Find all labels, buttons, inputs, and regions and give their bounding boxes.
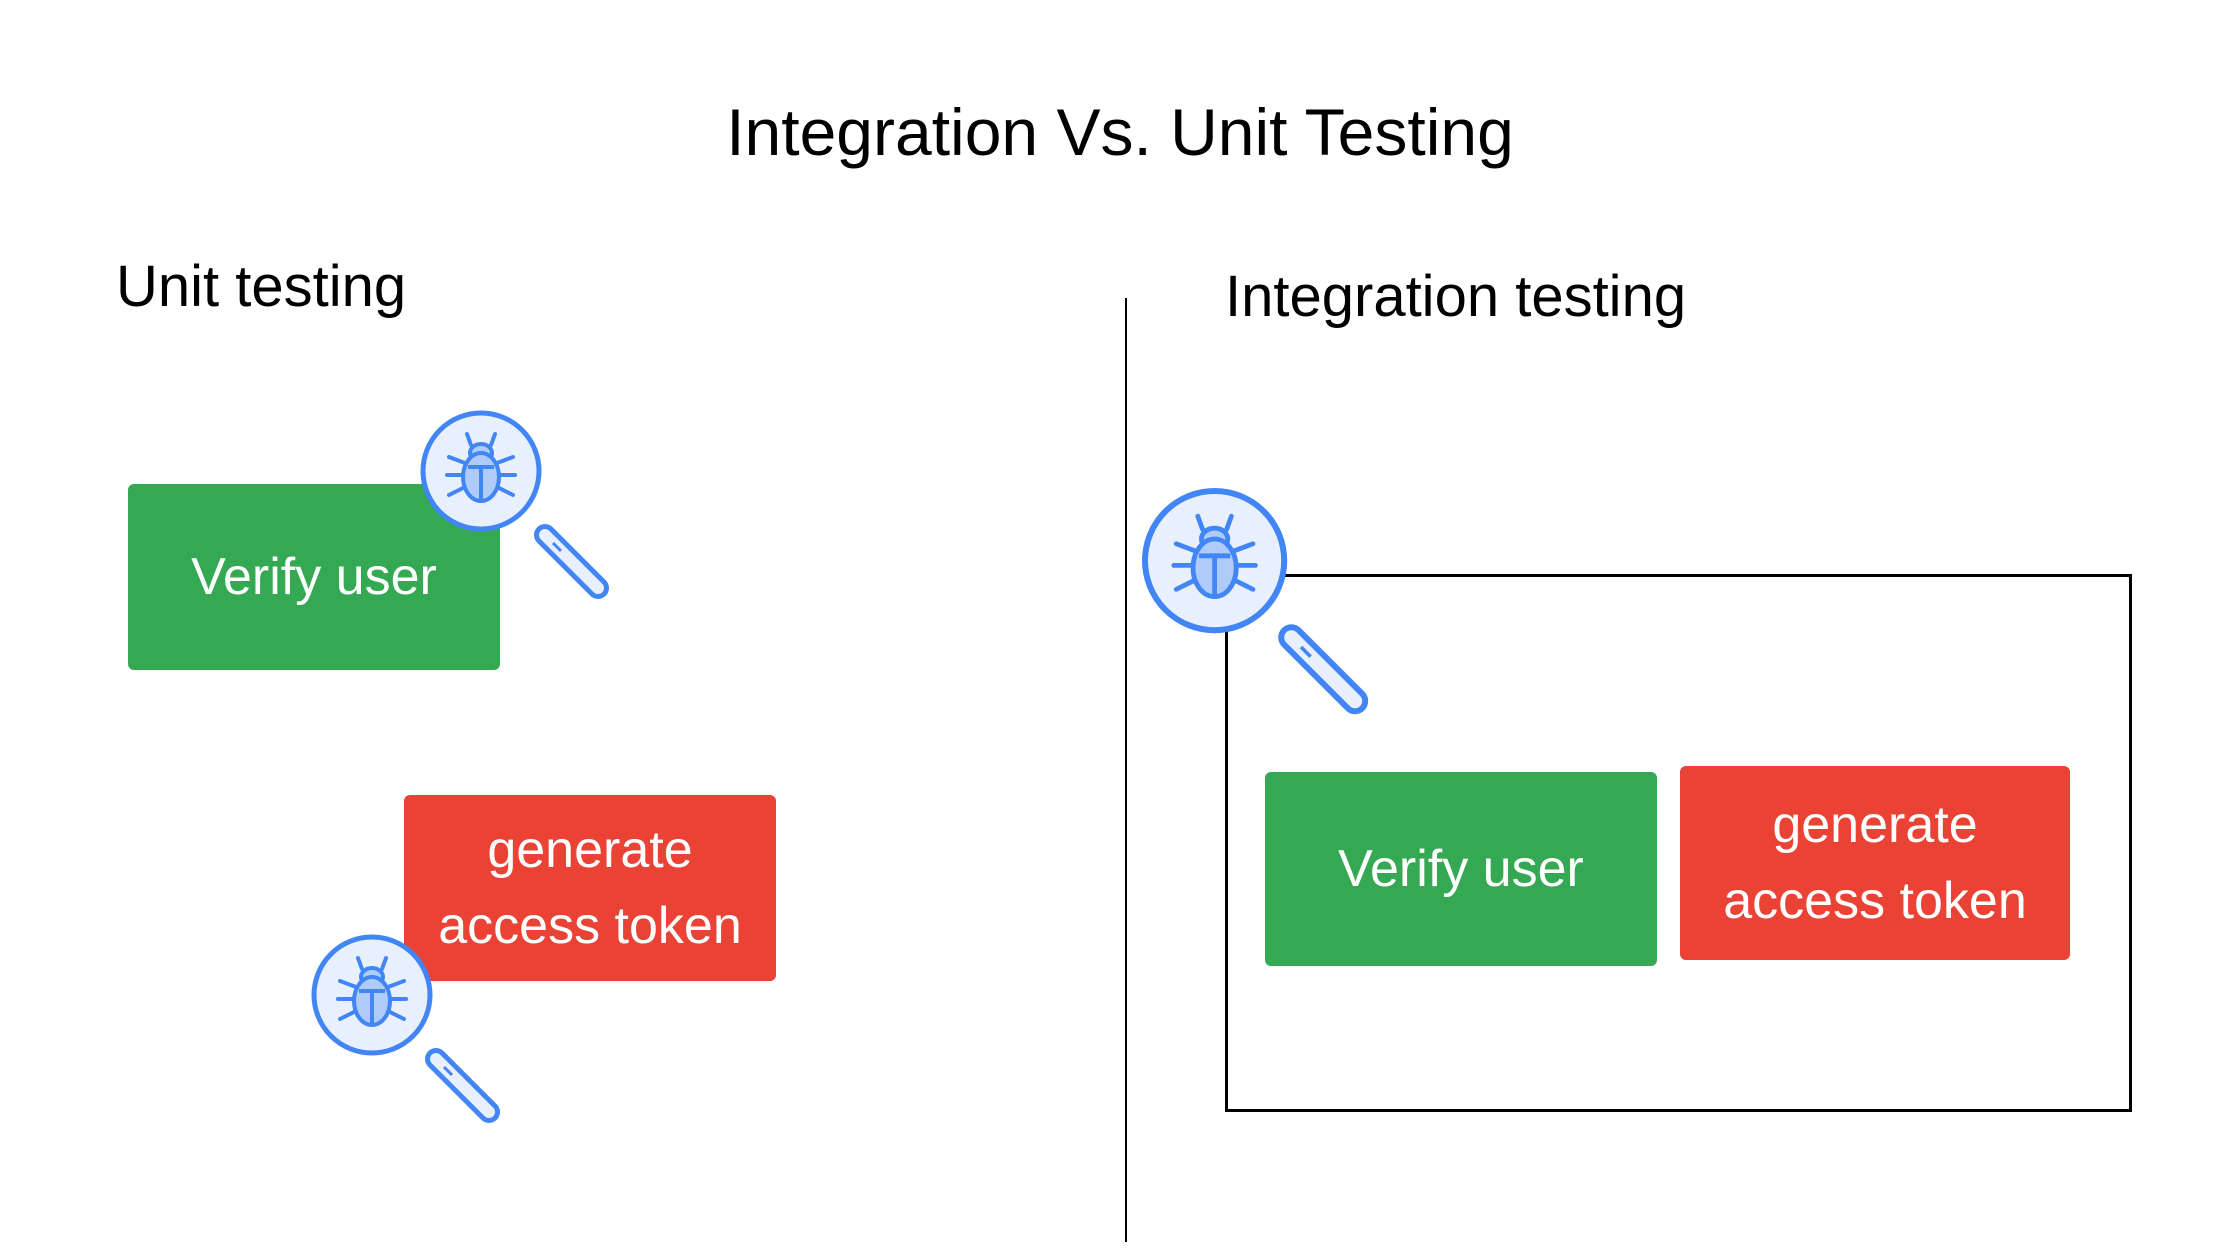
unit-verify-user-text: Verify user (191, 548, 437, 606)
integration-token-line-1: generate (1772, 796, 1978, 854)
diagram-title: Integration Vs. Unit Testing (726, 95, 1514, 169)
integration-verify-user-text: Verify user (1338, 840, 1584, 898)
unit-verify-user-box: Verify user (128, 484, 500, 670)
unit-token-line-1: generate (487, 821, 693, 879)
unit-verify-bug-magnifier-icon (418, 408, 618, 608)
integration-verify-user-box: Verify user (1265, 772, 1657, 966)
integration-token-line-2: access token (1723, 872, 2027, 930)
integration-testing-label: Integration testing (1225, 264, 1687, 329)
section-divider (1125, 298, 1127, 1242)
unit-token-line-2: access token (438, 897, 742, 955)
integration-scope-frame (1225, 574, 2132, 1112)
unit-generate-token-box: generate access token (404, 795, 776, 981)
unit-token-bug-magnifier-icon (309, 932, 509, 1132)
unit-testing-label: Unit testing (116, 254, 407, 319)
integration-generate-token-box: generate access token (1680, 766, 2070, 960)
integration-bug-magnifier-icon (1139, 485, 1379, 725)
